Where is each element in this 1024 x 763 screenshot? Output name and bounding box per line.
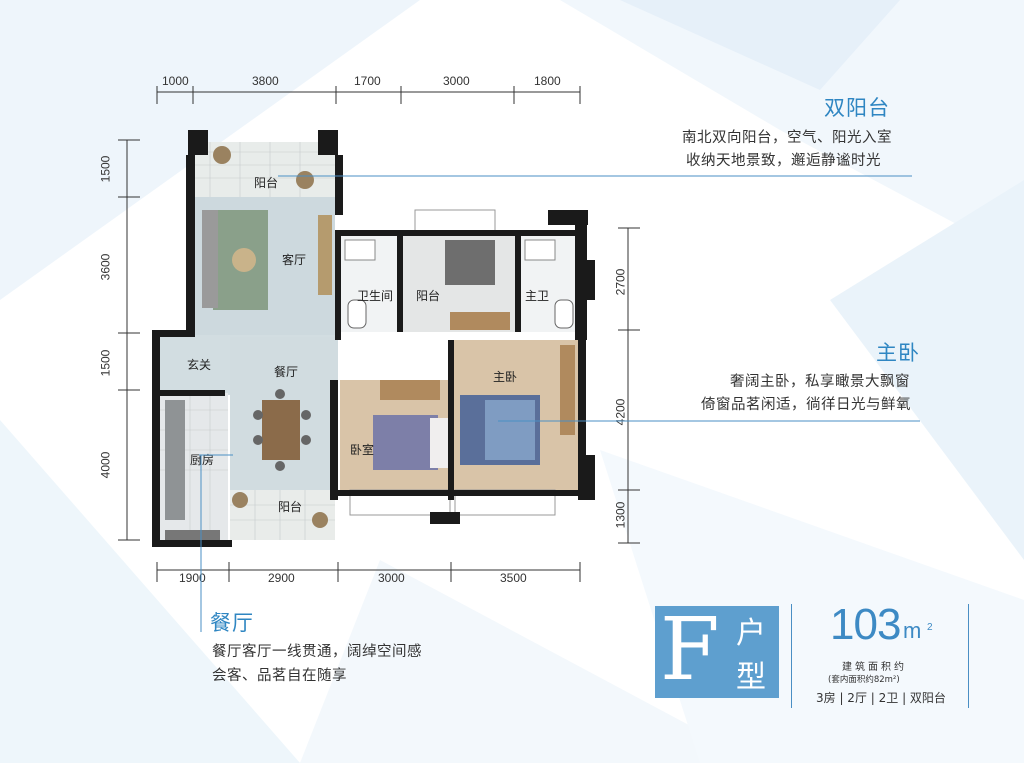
dim-top-4: 3000 [443, 74, 470, 88]
callout-master-line2: 倚窗品茗闲适，徜徉日光与鲜氧 [701, 397, 911, 413]
divider-right [968, 604, 969, 708]
callout-balcony-line1: 南北双向阳台，空气、阳光入室 [682, 130, 892, 146]
room-label-balcony-middle: 阳台 [416, 289, 441, 303]
area-number: 103 [830, 600, 901, 649]
area-inner: (套内面积约82m²) [828, 675, 900, 685]
dim-left-1: 1500 [98, 155, 113, 183]
dim-bottom-1: 1900 [179, 571, 206, 585]
callout-dining-title: 餐厅 [210, 611, 254, 635]
unit-type-letter: F [660, 600, 720, 700]
callout-dining-line1: 餐厅客厅一线贯通，阔绰空间感 [212, 644, 422, 660]
dim-right-1: 2700 [613, 268, 628, 296]
dim-left-4: 4000 [98, 451, 113, 479]
dim-top-1: 1000 [162, 74, 189, 88]
area-label: 建筑面积约 [842, 662, 907, 673]
callout-balcony-line2: 收纳天地景致，邂逅静谧时光 [686, 153, 881, 169]
dim-bottom-2: 2900 [268, 571, 295, 585]
callout-master-title: 主卧 [876, 341, 920, 365]
dim-bottom-4: 3500 [500, 571, 527, 585]
room-label-bathroom: 卫生间 [357, 289, 394, 303]
dim-top-2: 3800 [252, 74, 279, 88]
dim-left-3: 1500 [98, 349, 113, 377]
room-label-bedroom: 卧室 [350, 443, 375, 457]
room-label-living: 客厅 [282, 253, 307, 267]
dimension-lines [118, 86, 640, 582]
room-label-entrance: 玄关 [187, 358, 212, 372]
dim-left-2: 3600 [98, 253, 113, 281]
room-floors [155, 142, 580, 543]
area-summary: 3房 | 2厅 | 2卫 | 双阳台 [816, 691, 946, 705]
callout-balcony-title: 双阳台 [824, 96, 890, 120]
room-label-dining: 餐厅 [274, 365, 299, 379]
area-unit: m [903, 618, 922, 643]
dim-top-5: 1800 [534, 74, 561, 88]
dim-right-2: 4200 [613, 398, 628, 426]
room-label-balcony-south: 阳台 [278, 500, 303, 514]
divider-left [791, 604, 792, 708]
furniture [165, 146, 575, 542]
unit-type-badge [655, 606, 779, 698]
dim-right-3: 1300 [613, 501, 628, 529]
room-label-kitchen: 厨房 [190, 453, 215, 467]
area-unit-superscript: 2 [927, 622, 933, 633]
room-label-balcony-north: 阳台 [254, 176, 279, 190]
callout-master-line1: 奢阔主卧，私享瞰景大飘窗 [730, 374, 910, 390]
unit-type-word-hu: 户 [736, 616, 766, 651]
dim-top-3: 1700 [354, 74, 381, 88]
room-label-master-bath: 主卫 [525, 289, 550, 303]
dim-bottom-3: 3000 [378, 571, 405, 585]
room-label-master-bedroom: 主卧 [493, 370, 518, 384]
unit-type-word-xing: 型 [736, 660, 766, 695]
walls [152, 130, 595, 547]
callout-dining-line2: 会客、品茗自在随享 [212, 668, 347, 684]
